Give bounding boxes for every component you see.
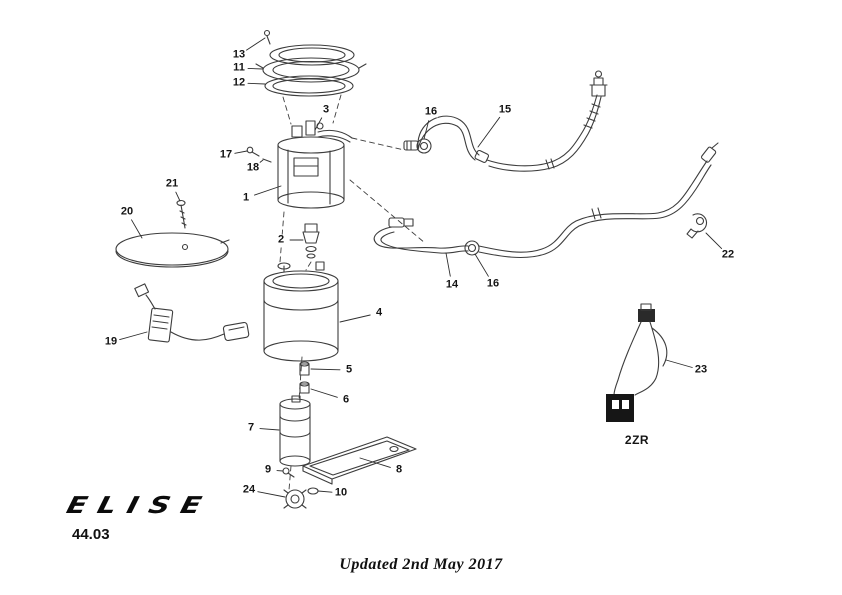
swirl-pot-canister <box>263 261 339 362</box>
callout-5: 5 <box>344 363 354 376</box>
outlet-fittings <box>299 361 310 394</box>
leader-line-7 <box>259 428 280 431</box>
callout-8: 8 <box>394 463 404 476</box>
leader-line-12 <box>247 82 266 85</box>
callout-19: 19 <box>103 335 119 348</box>
leader-line-14 <box>445 252 451 277</box>
leader-line-11 <box>247 67 264 70</box>
flange-screw-and-seal <box>246 146 272 163</box>
callout-16: 16 <box>423 105 439 118</box>
leader-line-18 <box>259 159 264 163</box>
leader-line-10 <box>317 490 333 493</box>
access-cover-plate <box>115 232 230 268</box>
callout-3: 3 <box>321 103 331 116</box>
callout-22: 22 <box>720 248 736 261</box>
return-hose-assembly <box>373 142 719 259</box>
callout-23: 23 <box>693 363 709 376</box>
leader-line-8 <box>359 457 391 468</box>
leader-line-17 <box>234 150 248 154</box>
leader-line-13 <box>246 37 266 51</box>
callout-15: 15 <box>497 103 513 116</box>
callout-18: 18 <box>245 161 261 174</box>
mounting-bracket <box>302 436 417 485</box>
lid-ring-stack <box>255 44 367 97</box>
callout-20: 20 <box>119 205 135 218</box>
harness-2zr <box>606 303 668 422</box>
callout-16: 16 <box>485 277 501 290</box>
leader-line-19 <box>119 331 148 341</box>
leader-line-5 <box>310 368 341 371</box>
leader-line-6 <box>310 388 338 398</box>
leader-line-21 <box>175 191 181 202</box>
callout-4: 4 <box>374 306 384 319</box>
leader-line-3 <box>314 117 323 131</box>
callout-11: 11 <box>232 61 246 74</box>
callout-7: 7 <box>246 421 256 434</box>
pump-flange-module <box>277 120 353 209</box>
level-sender-unit <box>134 283 250 343</box>
callout-10: 10 <box>333 486 349 499</box>
leader-line-16 <box>423 120 430 140</box>
callout-leader-lines <box>119 37 723 498</box>
elise-logo: ELISE <box>63 491 216 519</box>
strainer-grommet <box>283 487 319 509</box>
callout-14: 14 <box>444 278 460 291</box>
cover-screw <box>176 199 187 229</box>
feed-hose-assembly <box>403 70 608 172</box>
fuel-pump-body <box>279 395 311 467</box>
leader-line-1 <box>254 185 282 196</box>
leader-line-22 <box>705 232 723 250</box>
callout-12: 12 <box>231 76 247 89</box>
callout-24: 24 <box>241 483 257 496</box>
leader-line-23 <box>665 359 693 368</box>
check-valve <box>302 223 320 259</box>
leader-line-15 <box>477 116 501 148</box>
callout-1: 1 <box>241 191 251 204</box>
callout-9: 9 <box>263 463 273 476</box>
lid-screw <box>263 29 271 45</box>
leader-line-24 <box>257 491 286 498</box>
projection-lines <box>279 94 426 491</box>
callout-21: 21 <box>164 177 180 190</box>
leader-line-4 <box>339 314 371 323</box>
hose-clip <box>686 213 708 239</box>
pivot-bolt <box>282 467 295 478</box>
leader-line-20 <box>131 219 143 239</box>
section-number: 44.03 <box>72 526 110 543</box>
variant-label-2zr: 2ZR <box>624 433 650 447</box>
callout-6: 6 <box>341 393 351 406</box>
callout-2: 2 <box>276 233 286 246</box>
callout-17: 17 <box>218 148 234 161</box>
updated-note: Updated 2nd May 2017 <box>339 556 503 573</box>
callout-13: 13 <box>231 48 247 61</box>
leader-line-16 <box>474 253 489 277</box>
